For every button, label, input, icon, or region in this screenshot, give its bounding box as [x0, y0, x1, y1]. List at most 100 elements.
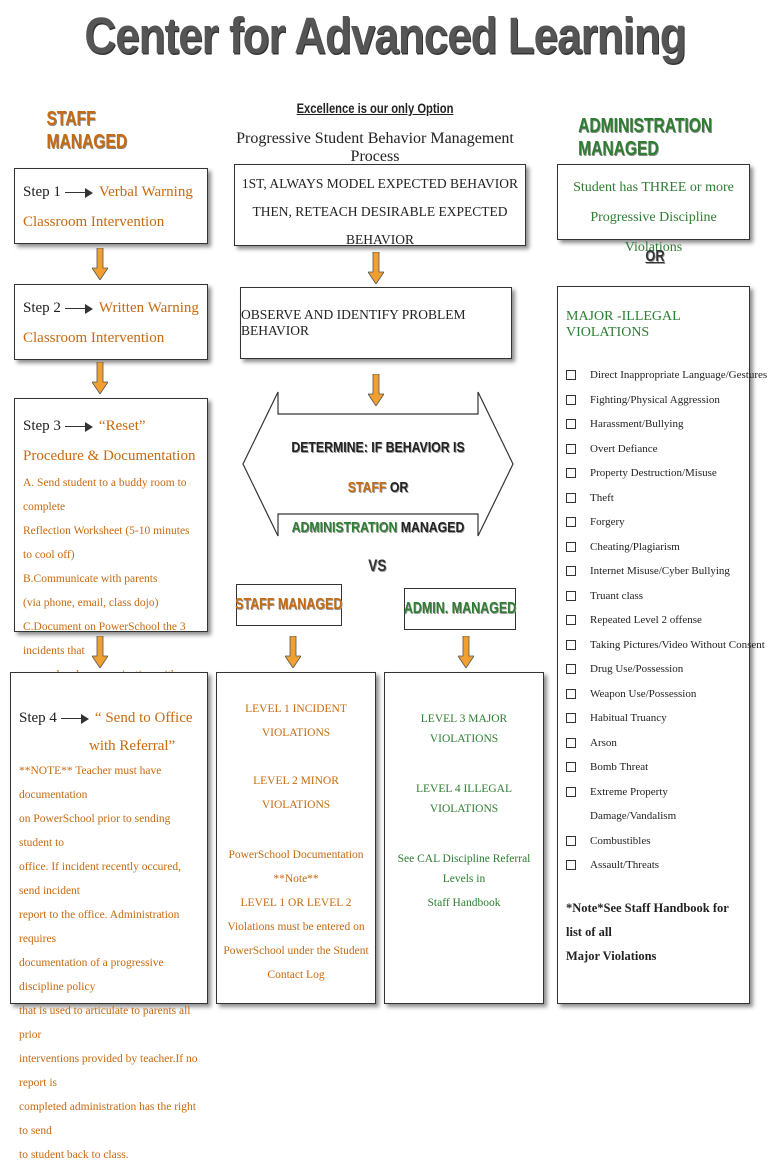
violation-text: Damage/Vandalism: [590, 810, 677, 822]
staff-managed-label-box: STAFF MANAGED: [235, 584, 343, 626]
violation-item: Forgery: [566, 510, 741, 535]
page-title: Center for Advanced Learning: [84, 8, 686, 65]
admin-managed-header: ADMINISTRATION MANAGED: [578, 115, 713, 160]
violation-item: Fighting/Physical Aggression: [566, 388, 741, 413]
admin-managed-label: ADMIN. MANAGED: [403, 600, 517, 617]
three-violations-box: Student has THREE or more Progressive Di…: [557, 164, 750, 255]
step-1-title: Verbal Warning: [98, 184, 193, 200]
powerschool-note: PowerSchool under the Student: [223, 945, 369, 957]
violation-text: Fighting/Physical Aggression: [590, 393, 720, 406]
handbook-note: See CAL Discipline Referral Levels in: [397, 853, 531, 885]
determine-label: DETERMINE: IF BEHAVIOR IS: [291, 439, 465, 456]
step-4-detail: completed administration has the right t…: [19, 1101, 196, 1137]
determine-managed: MANAGED: [397, 519, 465, 536]
violation-text: Taking Pictures/Video Without Consent: [590, 638, 765, 651]
level-2-label: LEVEL 2 MINOR VIOLATIONS: [253, 775, 339, 811]
admin-managed-label-box: ADMIN. MANAGED: [404, 588, 516, 630]
violation-text: Forgery: [590, 516, 625, 528]
staff-violations-box: LEVEL 1 INCIDENT VIOLATIONS LEVEL 2 MINO…: [216, 672, 376, 1004]
step-2-subtitle: Classroom Intervention: [23, 330, 165, 346]
violation-text: Combustibles: [590, 834, 651, 847]
step-3-subtitle: Procedure & Documentation: [23, 448, 196, 464]
down-arrow-icon: [92, 362, 108, 394]
violation-item: Direct Inappropriate Language/Gestures: [566, 363, 767, 388]
step-4-box: Step 4“ Send to Office with Referral” **…: [10, 672, 208, 1161]
violation-item: Damage/Vandalism: [566, 804, 741, 829]
checkbox-icon: [566, 370, 576, 381]
violation-item: Harassment/Bullying: [566, 412, 741, 437]
step-4-detail: office. If incident recently occured, se…: [19, 861, 181, 897]
step-4-detail: interventions provided by teacher.If no …: [19, 1053, 198, 1089]
violation-text: Drug Use/Possession: [590, 663, 684, 675]
violation-text: Direct Inappropriate Language/Gestures: [590, 369, 768, 381]
level-4-label: LEVEL 4 ILLEGAL VIOLATIONS: [415, 783, 512, 815]
determine-admin: ADMINISTRATION: [291, 519, 398, 536]
subtitle: Progressive Student Behavior Management …: [236, 130, 514, 165]
checkbox-icon: [566, 688, 576, 699]
checkbox-icon: [566, 394, 576, 405]
handbook-note: *Note*See Staff Handbook for list of all: [566, 900, 729, 939]
step-4-detail: that is used to articulate to parents al…: [19, 1005, 191, 1041]
or-label: OR: [645, 248, 665, 265]
violation-item: Property Destruction/Misuse: [566, 461, 741, 486]
checkbox-icon: [566, 541, 576, 552]
checkbox-icon: [566, 468, 576, 479]
right-arrow-icon: [60, 713, 91, 724]
determine-or: OR: [386, 479, 409, 496]
violation-item: Repeated Level 2 offense: [566, 608, 741, 633]
major-violations-box: MAJOR -ILLEGAL VIOLATIONS Direct Inappro…: [557, 286, 767, 1004]
determine-staff: STAFF: [347, 479, 387, 496]
checkbox-icon: [566, 713, 576, 724]
violation-item: Theft: [566, 486, 741, 511]
powerschool-note: **Note**: [273, 873, 319, 885]
violation-text: Harassment/Bullying: [590, 418, 684, 430]
violation-text: Assault/Threats: [590, 859, 660, 871]
down-arrow-icon: [458, 636, 474, 668]
violation-item: Arson: [566, 731, 741, 756]
violation-item: Weapon Use/Possession: [566, 682, 741, 707]
tagline: Excellence is our only Option: [296, 100, 454, 116]
checkbox-icon: [566, 639, 576, 650]
step-3-detail: A. Send student to a buddy room to compl…: [23, 477, 187, 513]
step-4-detail: on PowerSchool prior to sending student …: [19, 813, 171, 849]
step-4-title: “ Send to Office: [94, 710, 193, 726]
step-1-subtitle: Classroom Intervention: [23, 214, 165, 230]
three-violations-line: Progressive Discipline Violations: [590, 210, 717, 255]
step-1-box: Step 1 Verbal Warning Classroom Intervent…: [14, 168, 208, 244]
observe-text: OBSERVE AND IDENTIFY PROBLEM BEHAVIOR: [241, 307, 466, 338]
major-violations-title: MAJOR -ILLEGAL VIOLATIONS: [566, 309, 681, 340]
checkbox-icon: [566, 566, 576, 577]
handbook-note: Staff Handbook: [427, 897, 501, 909]
violation-item: Internet Misuse/Cyber Bullying: [566, 559, 741, 584]
step-4-detail: to student back to class.: [19, 1149, 129, 1161]
step-3-title: “Reset”: [98, 418, 146, 434]
level-1-label: LEVEL 1 INCIDENT VIOLATIONS: [245, 703, 347, 739]
checkbox-icon: [566, 860, 576, 871]
three-violations-line: Student has THREE or more: [573, 180, 734, 195]
violation-text: Arson: [590, 736, 617, 749]
model-behavior-box: 1ST, ALWAYS MODEL EXPECTED BEHAVIOR THEN…: [234, 164, 526, 247]
step-2-title: Written Warning: [98, 300, 199, 316]
violation-text: Overt Defiance: [590, 442, 658, 455]
violation-item: Combustibles: [566, 829, 741, 854]
down-arrow-icon: [92, 636, 108, 668]
step-1-label: Step 1: [23, 184, 61, 200]
determine-text: DETERMINE: IF BEHAVIOR IS STAFF OR ADMIN…: [283, 428, 473, 548]
violation-text: Extreme Property: [590, 785, 668, 798]
violation-item: Assault/Threats: [566, 853, 741, 878]
step-4-detail: **NOTE** Teacher must have documentation: [19, 765, 162, 801]
step-4-subtitle: with Referral”: [89, 738, 176, 754]
step-4-detail: report to the office. Administration req…: [19, 909, 180, 945]
violation-item: Habitual Truancy: [566, 706, 741, 731]
level-3-label: LEVEL 3 MAJOR VIOLATIONS: [420, 713, 508, 745]
step-3-detail: (via phone, email, class dojo): [23, 597, 159, 609]
step-3-detail: Reflection Worksheet (5-10 minutes to co…: [23, 525, 190, 561]
powerschool-note: Violations must be entered on: [227, 921, 365, 933]
checkbox-icon: [566, 615, 576, 626]
vs-label: VS: [368, 556, 387, 575]
checkbox-icon: [566, 786, 576, 797]
violation-item: Taking Pictures/Video Without Consent: [566, 633, 765, 658]
handbook-note: Major Violations: [566, 948, 657, 963]
step-2-label: Step 2: [23, 300, 61, 316]
